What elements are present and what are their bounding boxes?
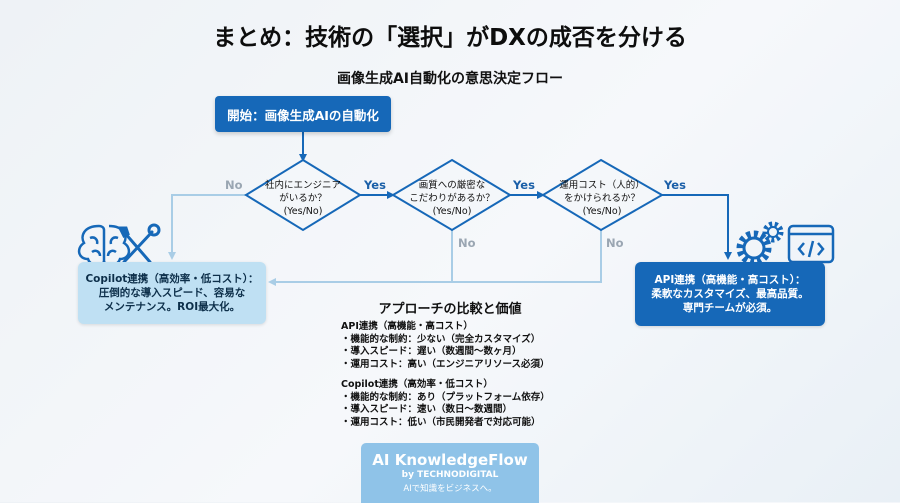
label-no-d1: No — [225, 178, 243, 192]
comparison-copilot-item: ・運用コスト：低い（市民開発者で対応可能） — [341, 416, 541, 428]
decision-cost-text: 運用コスト（人的）をかけられるか？(Yes/No) — [559, 180, 645, 217]
gear-icon — [736, 221, 784, 266]
tools-icon — [117, 223, 161, 264]
copilot-result-box: Copilot連携（高効率・低コスト）：圧倒的な導入スピード、容易なメンテナンス… — [78, 262, 266, 324]
decision-engineer — [244, 158, 362, 232]
api-result-box: API連携（高機能・高コスト）：柔軟なカスタマイズ、最高品質。専門チームが必須。 — [635, 262, 825, 326]
comparison-title: アプローチの比較と価値 — [378, 302, 522, 317]
flow-title: 画像生成AI自動化の意思決定フロー — [336, 71, 564, 87]
comparison-api-item: ・機能的な制約：少ない（完全カスタマイズ） — [341, 333, 541, 345]
comparison-copilot-item: ・導入スピード：速い（数日〜数週間） — [341, 404, 513, 415]
page-title: まとめ：技術の「選択」がDXの成否を分ける — [213, 25, 687, 51]
code-window-icon — [787, 224, 835, 264]
decision-quality-text: 画質への厳密なこだわりがあるか？(Yes/No) — [409, 180, 495, 217]
comparison-api-item: ・運用コスト：高い（エンジニアリソース必須） — [341, 358, 550, 370]
comparison-api-heading: API連携（高機能・高コスト） — [341, 321, 473, 332]
footer-brand: AI KnowledgeFlow by TECHNODIGITAL AIで知識を… — [361, 443, 539, 503]
label-yes-d1: Yes — [364, 178, 386, 192]
start-node: 開始：画像生成AIの自動化 — [215, 96, 391, 132]
comparison-api: API連携（高機能・高コスト） ・機能的な制約：少ない（完全カスタマイズ） ・導… — [341, 321, 601, 371]
arrow-d1-no — [168, 194, 246, 260]
comparison-copilot-heading: Copilot連携（高効率・低コスト） — [341, 379, 493, 390]
decision-engineer-text: 社内にエンジニアがいるか？(Yes/No) — [264, 180, 341, 217]
brand-tagline: AIで知識をビジネスへ。 — [403, 484, 497, 494]
label-no-d3: No — [606, 236, 624, 250]
arrow-d3-yes — [662, 194, 732, 260]
decision-cost — [541, 158, 665, 232]
decision-quality — [391, 158, 512, 232]
brand-by: by TECHNODIGITAL — [401, 470, 499, 480]
comparison-api-item: ・導入スピード：遅い（数週間〜数ヶ月） — [341, 346, 522, 357]
arrow-d3-no — [268, 230, 602, 286]
brand-name: AI KnowledgeFlow — [372, 451, 528, 469]
label-yes-d3: Yes — [664, 178, 686, 192]
comparison-copilot: Copilot連携（高効率・低コスト） ・機能的な制約：あり（プラットフォーム依… — [341, 379, 601, 429]
label-no-d2: No — [458, 236, 476, 250]
comparison-copilot-item: ・機能的な制約：あり（プラットフォーム依存） — [341, 391, 550, 403]
label-yes-d2: Yes — [513, 178, 535, 192]
